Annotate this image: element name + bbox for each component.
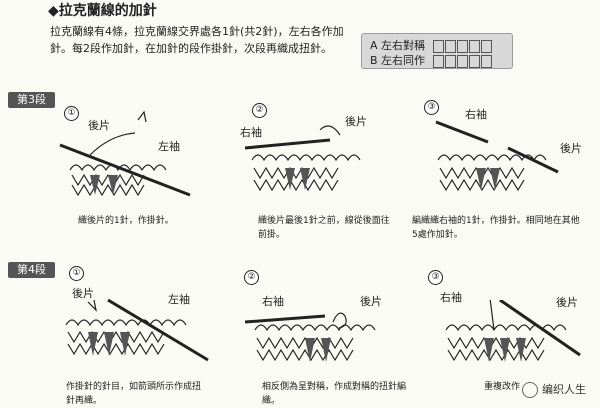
step-caption: 相反側為呈對稱，作成對稱的扭針編織。 <box>262 382 407 406</box>
step-caption: 重複改作 <box>484 382 521 392</box>
label-back-piece: 後片 <box>556 296 578 309</box>
page-title: ◆拉克蘭線的加針 <box>48 3 157 19</box>
step-number: ① <box>64 106 79 121</box>
label-back-piece: 後片 <box>560 142 582 155</box>
label-right-sleeve: 右袖 <box>440 291 462 304</box>
step-caption: 編織織右袖的1針，作掛針。相同地在其他5處作加針。 <box>412 216 580 240</box>
label-back-piece: 後片 <box>72 287 94 300</box>
label-right-sleeve: 右袖 <box>262 295 284 308</box>
step-caption: 織後片最後1針之前，線從後面往前掛。 <box>258 216 390 240</box>
knitting-diagram <box>245 312 376 362</box>
step-number: ① <box>69 266 84 281</box>
row-tag-3: 第3段 <box>8 92 55 108</box>
step-number: ② <box>244 270 259 285</box>
step-number: ③ <box>428 270 443 285</box>
legend-row-a: A 左右對稱 <box>370 37 493 53</box>
step-number: ② <box>252 103 267 118</box>
label-back-piece: 後片 <box>345 115 367 128</box>
legend-label-a: A 左右對稱 <box>370 39 426 52</box>
label-right-sleeve: 右袖 <box>465 108 487 121</box>
step-caption: 織後片的1針，作掛針。 <box>78 216 174 226</box>
knitting-diagram <box>435 120 559 192</box>
stitch-symbol-icon <box>432 54 493 68</box>
label-back-piece: 後片 <box>88 119 110 132</box>
label-back-piece: 後片 <box>360 295 382 308</box>
knitting-diagram <box>445 300 581 362</box>
wechat-icon <box>522 382 538 398</box>
knitting-diagram <box>244 125 361 192</box>
label-left-sleeve: 左袖 <box>158 140 180 153</box>
legend-row-b: B 左右同作 <box>370 52 493 68</box>
label-left-sleeve: 左袖 <box>168 293 190 306</box>
knitting-diagram <box>59 110 191 197</box>
legend-label-b: B 左右同作 <box>370 54 426 67</box>
watermark: 编织人生 <box>522 381 586 398</box>
knitting-diagram <box>65 298 209 362</box>
row-tag-4: 第4段 <box>8 262 55 278</box>
stitch-symbol-icon <box>432 39 493 53</box>
legend-box: A 左右對稱 B 左右同作 <box>361 33 513 69</box>
step-caption: 作掛針的針目，如箭頭所示作成扭針再織。 <box>66 382 202 406</box>
label-right-sleeve: 右袖 <box>240 126 262 139</box>
instruction-text: 拉克蘭線有4條，拉克蘭線交界處各1針(共2針)，左右各作加針。每2段作加針，在加… <box>50 25 344 55</box>
watermark-text: 编织人生 <box>542 383 586 396</box>
step-number: ③ <box>424 100 439 115</box>
